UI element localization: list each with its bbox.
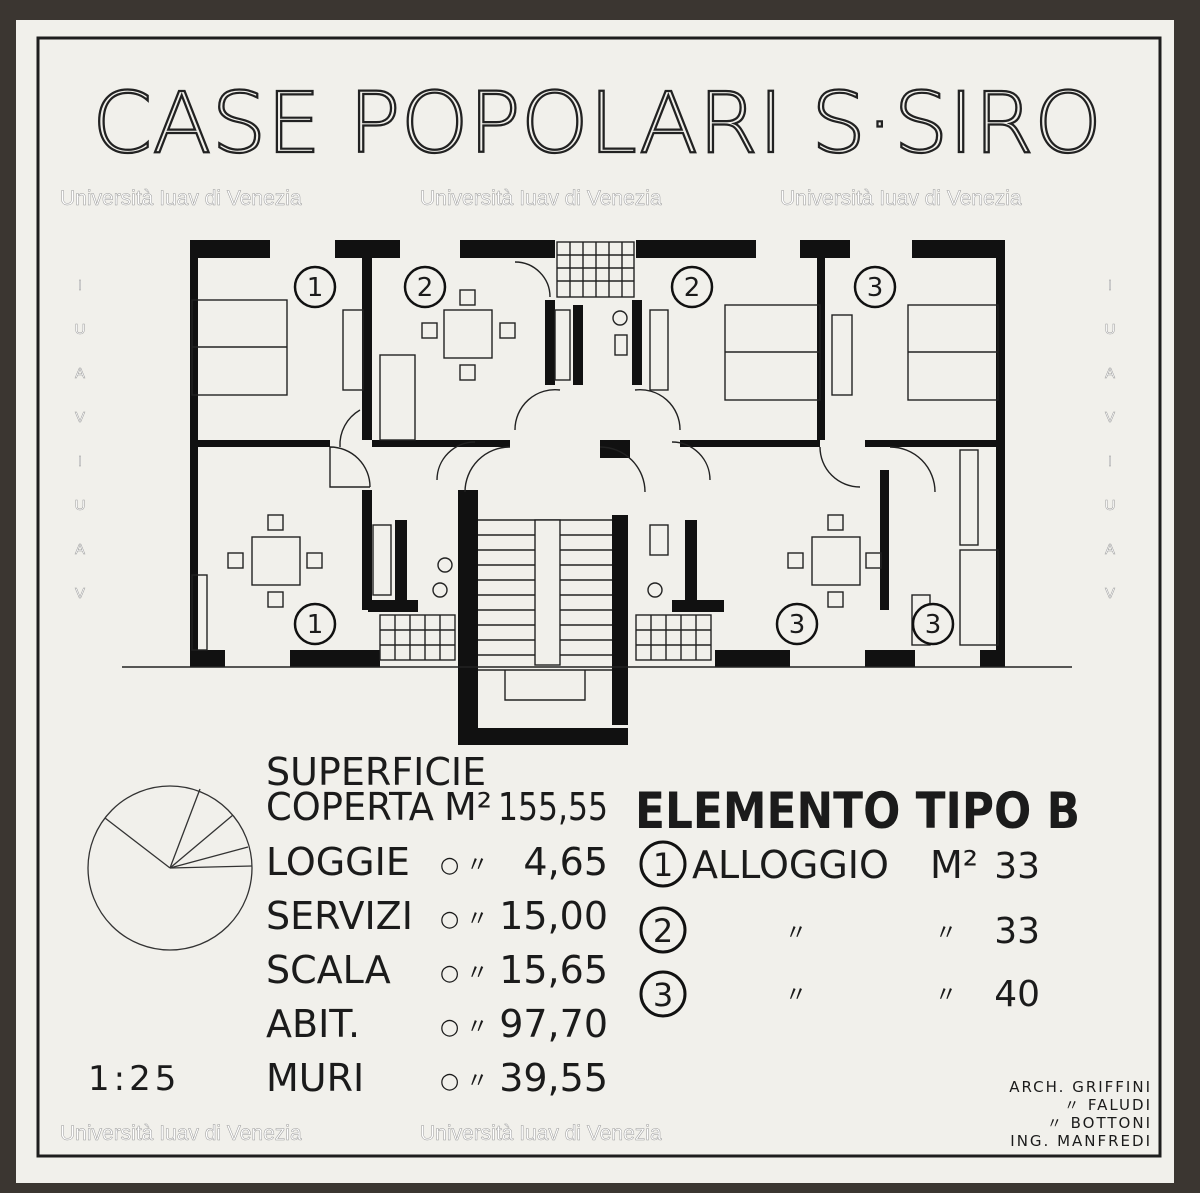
drawing-title: CASE POPOLARI S·SIRO xyxy=(92,74,1102,172)
svg-text:1: 1 xyxy=(307,610,324,640)
credit-line: 〃 FALUDI xyxy=(1064,1096,1152,1114)
area-row-mark: ○ 〃 xyxy=(440,961,488,986)
floor-plan-details xyxy=(122,241,1072,701)
unit-measure: 〃 xyxy=(935,983,957,1008)
watermark-letter: I xyxy=(1108,277,1112,294)
unit-measure: M² xyxy=(930,843,978,887)
watermark-text: Università Iuav di Venezia xyxy=(420,1122,662,1145)
room-number-badge: 1 xyxy=(293,265,337,309)
watermark-text: Università Iuav di Venezia xyxy=(60,1122,302,1145)
svg-text:2: 2 xyxy=(417,273,434,303)
watermark-letter: V xyxy=(1105,585,1115,602)
watermark-letter: A xyxy=(75,541,85,558)
room-number-badge: 3 xyxy=(911,602,955,646)
area-heading-line1: SUPERFICIE xyxy=(266,750,486,794)
watermark-letter: I xyxy=(78,277,82,294)
unit-number: 2 xyxy=(653,912,673,950)
inner-border xyxy=(36,36,1162,1158)
scale-label: 1:25 xyxy=(88,1059,180,1099)
room-number-badge: 1 xyxy=(293,602,337,646)
area-row-mark: ○ 〃 xyxy=(440,907,488,932)
area-row-value: 39,55 xyxy=(499,1056,608,1100)
area-row-label: LOGGIE xyxy=(266,840,410,884)
credit-line: 〃 BOTTONI xyxy=(1047,1114,1152,1132)
unit-value: 40 xyxy=(994,974,1040,1015)
watermark-text: Università Iuav di Venezia xyxy=(780,187,1022,210)
unit-value: 33 xyxy=(994,911,1040,952)
unit-number: 1 xyxy=(653,846,673,884)
area-pie-diagram xyxy=(87,785,253,951)
area-row-value: 4,65 xyxy=(523,840,608,884)
svg-text:2: 2 xyxy=(684,273,701,303)
svg-text:3: 3 xyxy=(789,610,806,640)
area-row-mark: ○ 〃 xyxy=(440,1069,488,1094)
unit-measure: 〃 xyxy=(935,921,957,946)
element-legend: ELEMENTO TIPO B 1 2 3 ALLOGGIO M² 33 〃 〃… xyxy=(635,782,1080,1018)
credits: ARCH. GRIFFINI 〃 FALUDI 〃 BOTTONI ING. M… xyxy=(1009,1078,1152,1150)
room-number-badge: 2 xyxy=(403,265,447,309)
area-row-mark: ○ 〃 xyxy=(440,1015,488,1040)
area-row-label: SCALA xyxy=(266,948,391,992)
area-heading-line2: COPERTA xyxy=(266,785,434,829)
credit-line: ING. MANFREDI xyxy=(1010,1132,1152,1150)
watermark-letter: V xyxy=(75,585,85,602)
area-row-value: 15,65 xyxy=(499,948,608,992)
watermark-letter: A xyxy=(1105,365,1115,382)
area-row-mark: ○ 〃 xyxy=(440,853,488,878)
watermark-letter: U xyxy=(1105,497,1116,514)
room-number-badge: 2 xyxy=(670,265,714,309)
element-title: ELEMENTO TIPO B xyxy=(635,782,1080,840)
area-row-value: 97,70 xyxy=(499,1002,608,1046)
room-number-badge: 3 xyxy=(853,265,897,309)
floor-plan xyxy=(190,240,1005,745)
watermark-letter: V xyxy=(75,409,85,426)
watermark-letter: A xyxy=(75,365,85,382)
watermark-text: Università Iuav di Venezia xyxy=(60,187,302,210)
watermark-letter: U xyxy=(75,497,86,514)
watermark-letter: U xyxy=(1105,321,1116,338)
area-row-label: ABIT. xyxy=(266,1002,360,1046)
area-unit: M² xyxy=(444,785,492,829)
credit-line: ARCH. GRIFFINI xyxy=(1009,1078,1152,1096)
room-number-badge: 3 xyxy=(775,602,819,646)
watermark-letter: V xyxy=(1105,409,1115,426)
area-table: SUPERFICIE COPERTA M² 155,55 LOGGIE ○ 〃 … xyxy=(88,750,608,1100)
unit-number: 3 xyxy=(653,976,673,1014)
unit-label: ALLOGGIO xyxy=(692,843,889,887)
room-numbers: 1 2 2 3 1 3 3 xyxy=(293,265,955,646)
area-total: 155,55 xyxy=(498,785,608,829)
watermark-letter: I xyxy=(78,453,82,470)
unit-label: 〃 xyxy=(785,921,807,946)
watermark-letter: A xyxy=(1105,541,1115,558)
svg-text:3: 3 xyxy=(867,273,884,303)
watermark-letter: U xyxy=(75,321,86,338)
svg-text:3: 3 xyxy=(925,610,942,640)
watermark-text: Università Iuav di Venezia xyxy=(420,187,662,210)
svg-text:1: 1 xyxy=(307,273,324,303)
paper xyxy=(16,20,1174,1183)
area-row-label: SERVIZI xyxy=(266,894,413,938)
area-row-label: MURI xyxy=(266,1056,364,1100)
area-row-value: 15,00 xyxy=(499,894,608,938)
watermark-letter: I xyxy=(1108,453,1112,470)
unit-label: 〃 xyxy=(785,983,807,1008)
unit-value: 33 xyxy=(994,846,1040,887)
